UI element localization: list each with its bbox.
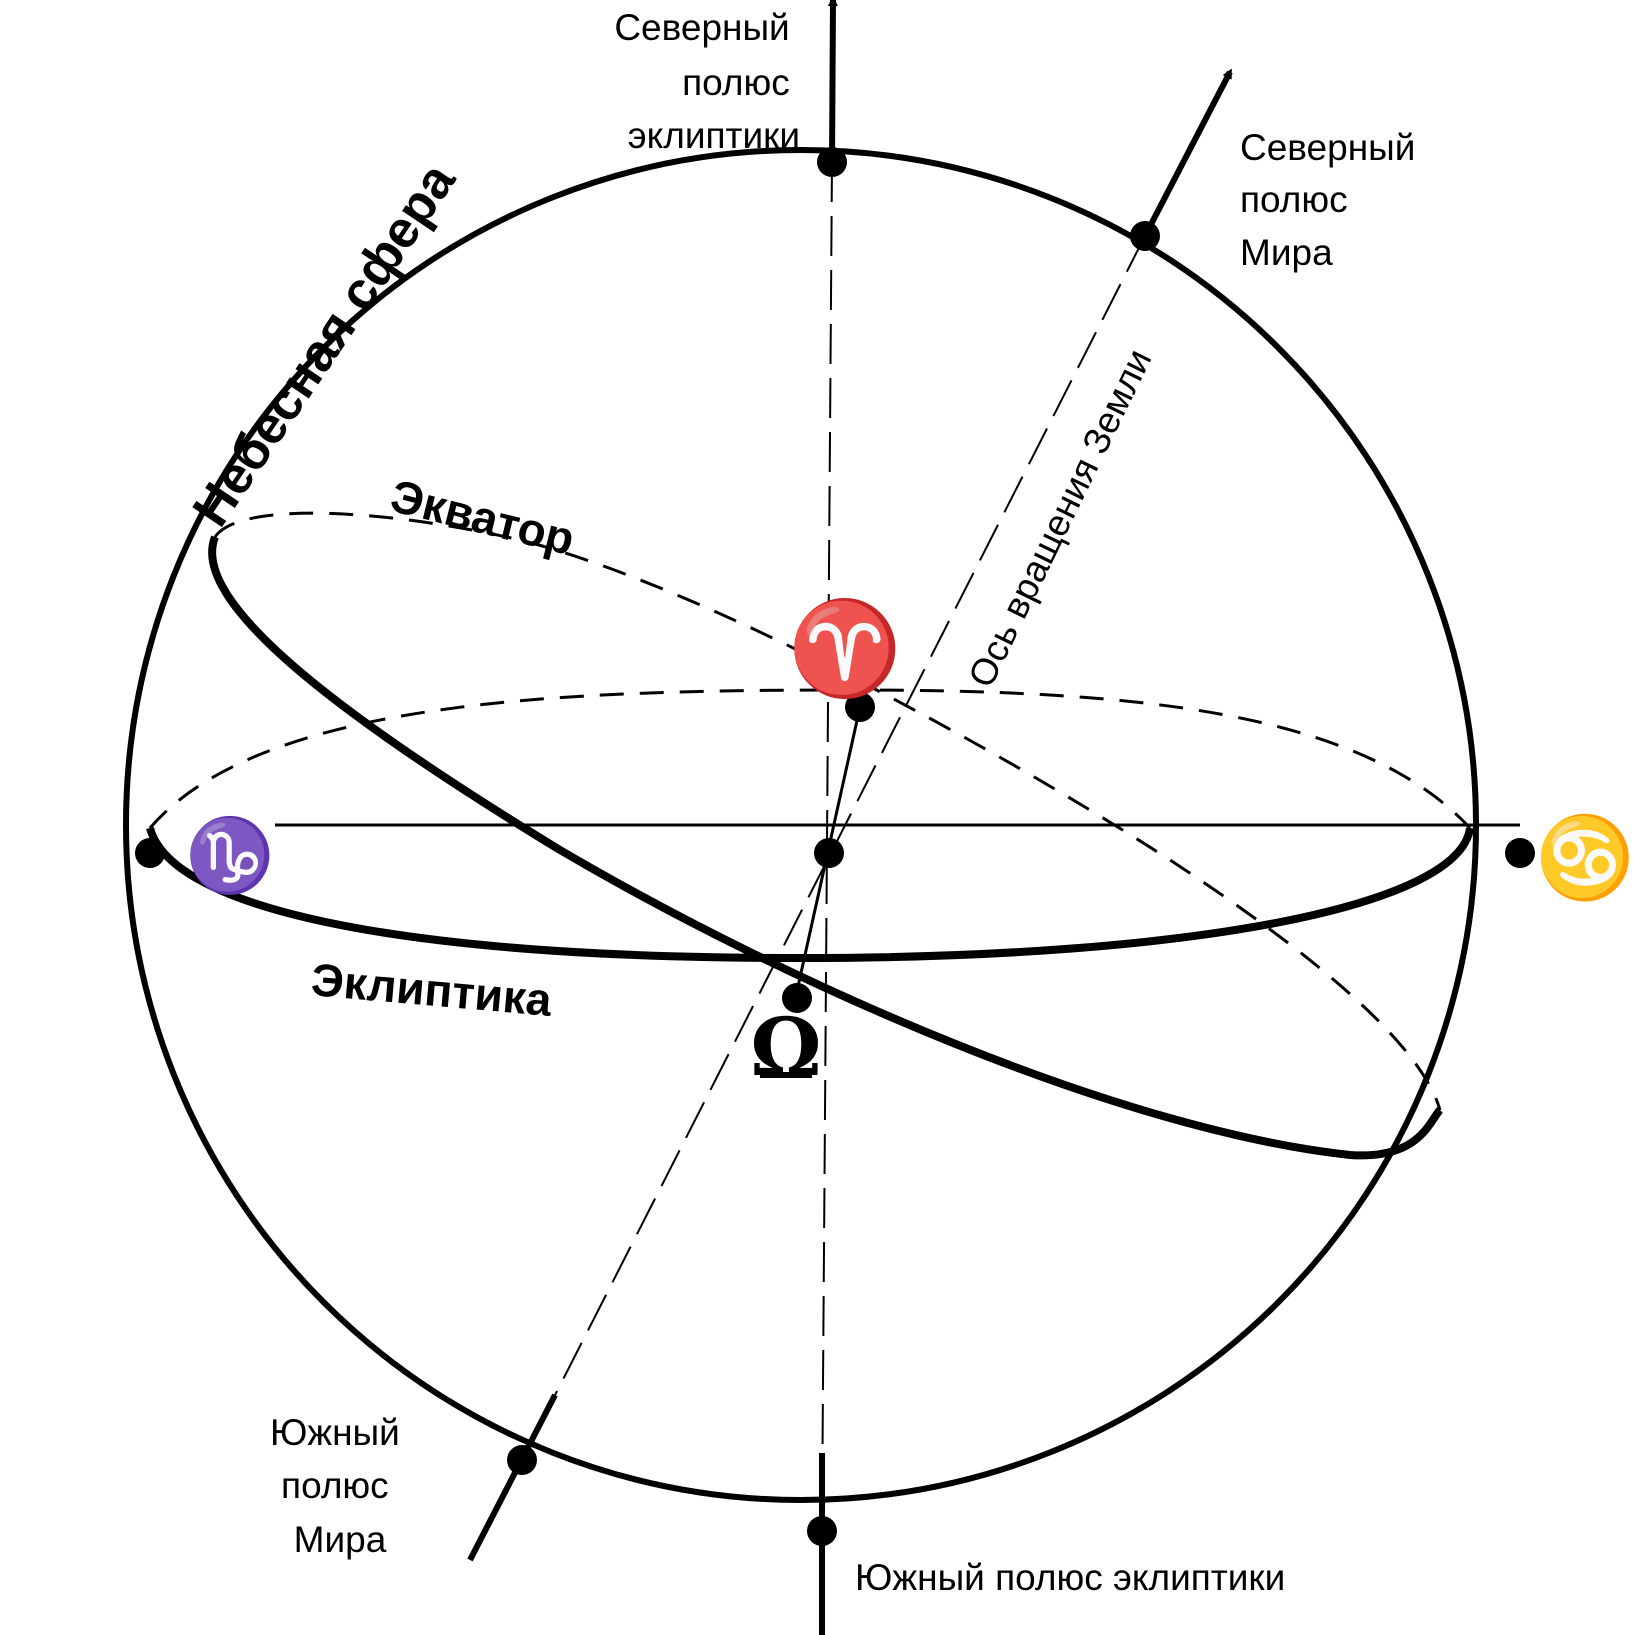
cancer-symbol: ♋ xyxy=(1535,811,1635,904)
north-ecliptic-pole-label: Северный полюс эклиптики xyxy=(614,7,800,156)
aries-symbol: ♈ xyxy=(788,595,903,702)
equator-back-dashed xyxy=(213,511,1442,1111)
summer-solstice-point xyxy=(1505,838,1535,868)
earth-axis-label: Ось вращения Земли xyxy=(960,343,1159,694)
ecliptic-label: Эклиптика xyxy=(309,953,554,1026)
earth-axis-top xyxy=(1142,68,1233,238)
libra-symbol: Ω xyxy=(750,1000,821,1094)
earth-axis-bottom xyxy=(467,1393,558,1562)
south-ecliptic-pole-label: Южный полюс эклиптики xyxy=(855,1557,1285,1598)
north-celestial-pole-label: Северный полюс Мира xyxy=(1240,127,1426,273)
south-ecliptic-pole-point xyxy=(807,1516,837,1546)
north-celestial-pole-point xyxy=(1130,221,1160,251)
capricorn-symbol: ♑ xyxy=(185,813,275,897)
north-ecliptic-pole-point xyxy=(817,147,847,177)
ecliptic-front-solid xyxy=(146,826,1474,963)
equator-front-solid xyxy=(208,535,1444,1160)
vernal-equinox-point xyxy=(845,692,875,722)
south-celestial-pole-point xyxy=(507,1445,537,1475)
south-celestial-pole-label: Южный полюс Мира xyxy=(270,1412,410,1560)
ecliptic-axis-top xyxy=(827,0,838,163)
center-point xyxy=(814,838,844,868)
ecliptic-back-dashed xyxy=(148,688,1472,830)
winter-solstice-point xyxy=(135,838,165,868)
autumnal-equinox-point xyxy=(782,983,812,1013)
equator-label: Экватор xyxy=(386,469,580,565)
